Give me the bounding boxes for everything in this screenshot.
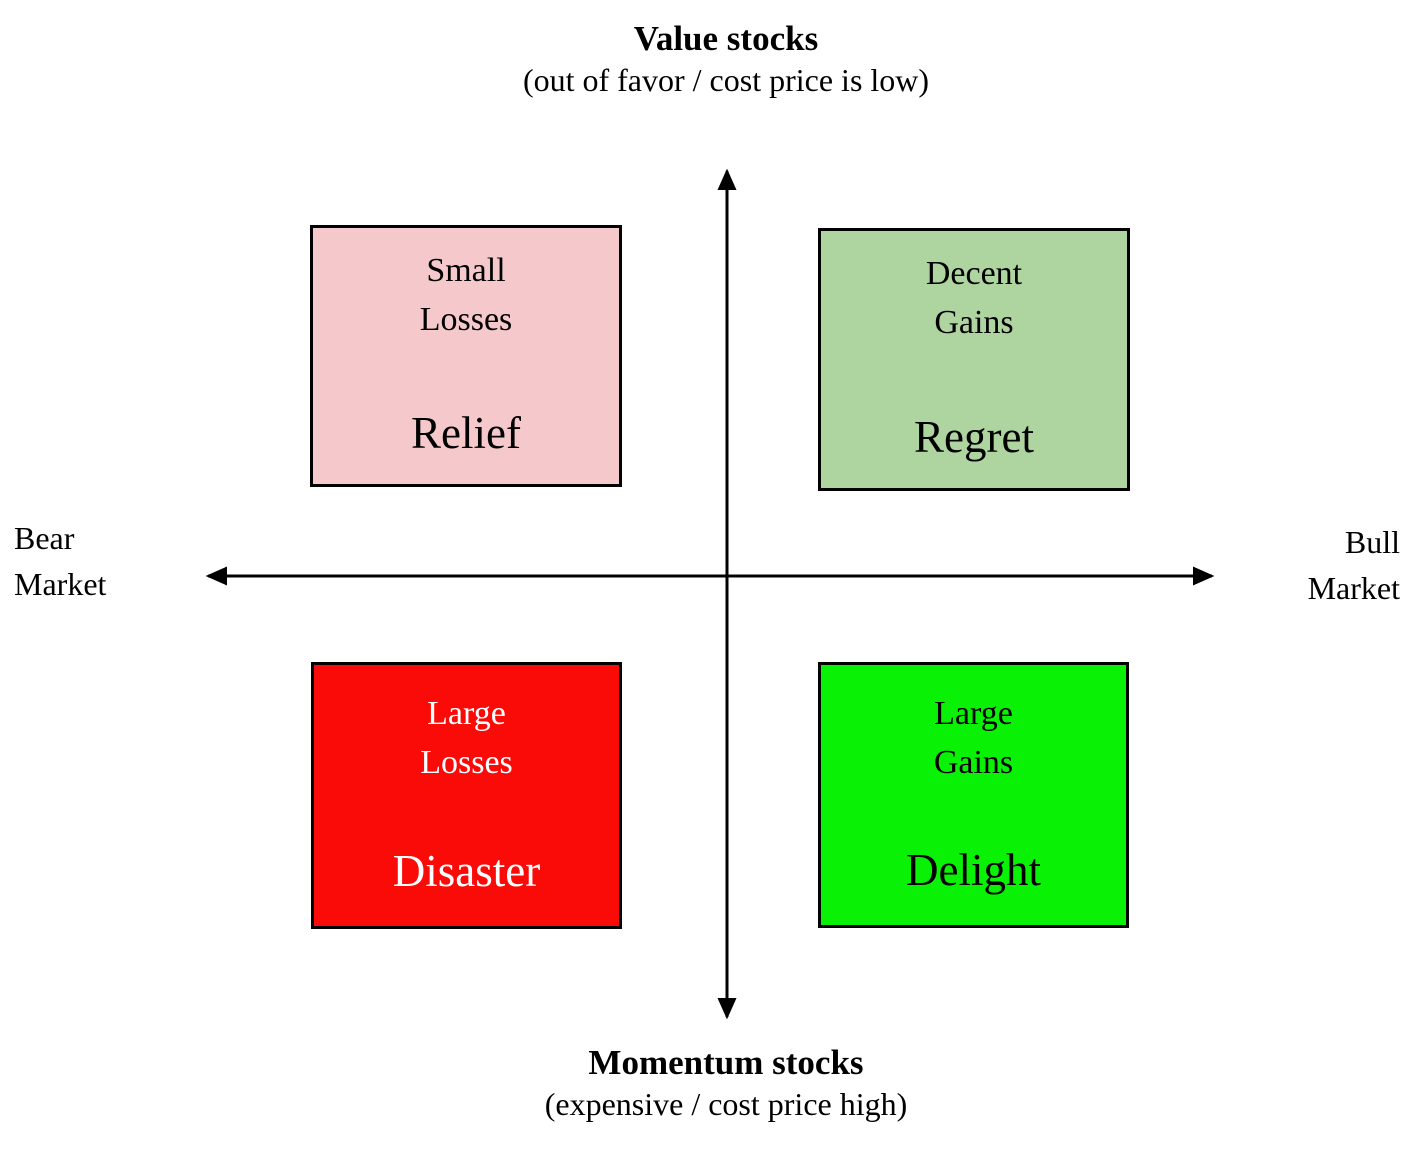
outcome-line1: Large <box>934 695 1013 732</box>
outcome-line1: Decent <box>925 255 1023 292</box>
outcome-line1: Small <box>426 252 506 289</box>
quadrant-top-right: Decent Gains Regret <box>818 228 1130 491</box>
quadrant-top-left: Small Losses Relief <box>310 225 622 487</box>
outcome-line2: Gains <box>934 304 1014 342</box>
top-axis-subtitle: (out of favor / cost price is low) <box>522 62 930 98</box>
outcome-line2: Gains <box>933 744 1014 782</box>
quadrant-bottom-left: Large Losses Disaster <box>311 662 622 929</box>
quadrant-outcome-label: Large Losses <box>420 689 513 788</box>
top-axis-title: Value stocks <box>633 19 819 58</box>
bottom-axis-caption: Momentum stocks (expensive / cost price … <box>545 1042 908 1126</box>
quadrant-emotion-label: Regret <box>914 411 1034 462</box>
top-axis-caption: Value stocks (out of favor / cost price … <box>523 18 929 102</box>
left-axis-label-line1: Bear <box>14 520 75 556</box>
bottom-axis-subtitle: (expensive / cost price high) <box>544 1086 908 1122</box>
right-axis-label-line1: Bull <box>1344 524 1400 560</box>
quadrant-outcome-label: Large Gains <box>934 689 1013 788</box>
quadrant-outcome-label: Small Losses <box>420 246 513 345</box>
left-axis-label-line2: Market <box>14 565 107 602</box>
quadrant-bottom-right: Large Gains Delight <box>818 662 1129 928</box>
quadrant-emotion-label: Delight <box>906 844 1041 895</box>
bottom-axis-title: Momentum stocks <box>588 1043 864 1082</box>
outcome-line2: Losses <box>419 301 513 339</box>
quadrant-emotion-label: Relief <box>411 407 521 458</box>
quadrant-outcome-label: Decent Gains <box>926 249 1022 348</box>
outcome-line2: Losses <box>420 744 513 782</box>
quadrant-emotion-label: Disaster <box>392 845 541 896</box>
right-axis-label: Bull Market <box>1308 520 1400 612</box>
outcome-line1: Large <box>427 695 506 732</box>
left-axis-label: Bear Market <box>14 516 106 608</box>
right-axis-label-line2: Market <box>1307 569 1400 606</box>
